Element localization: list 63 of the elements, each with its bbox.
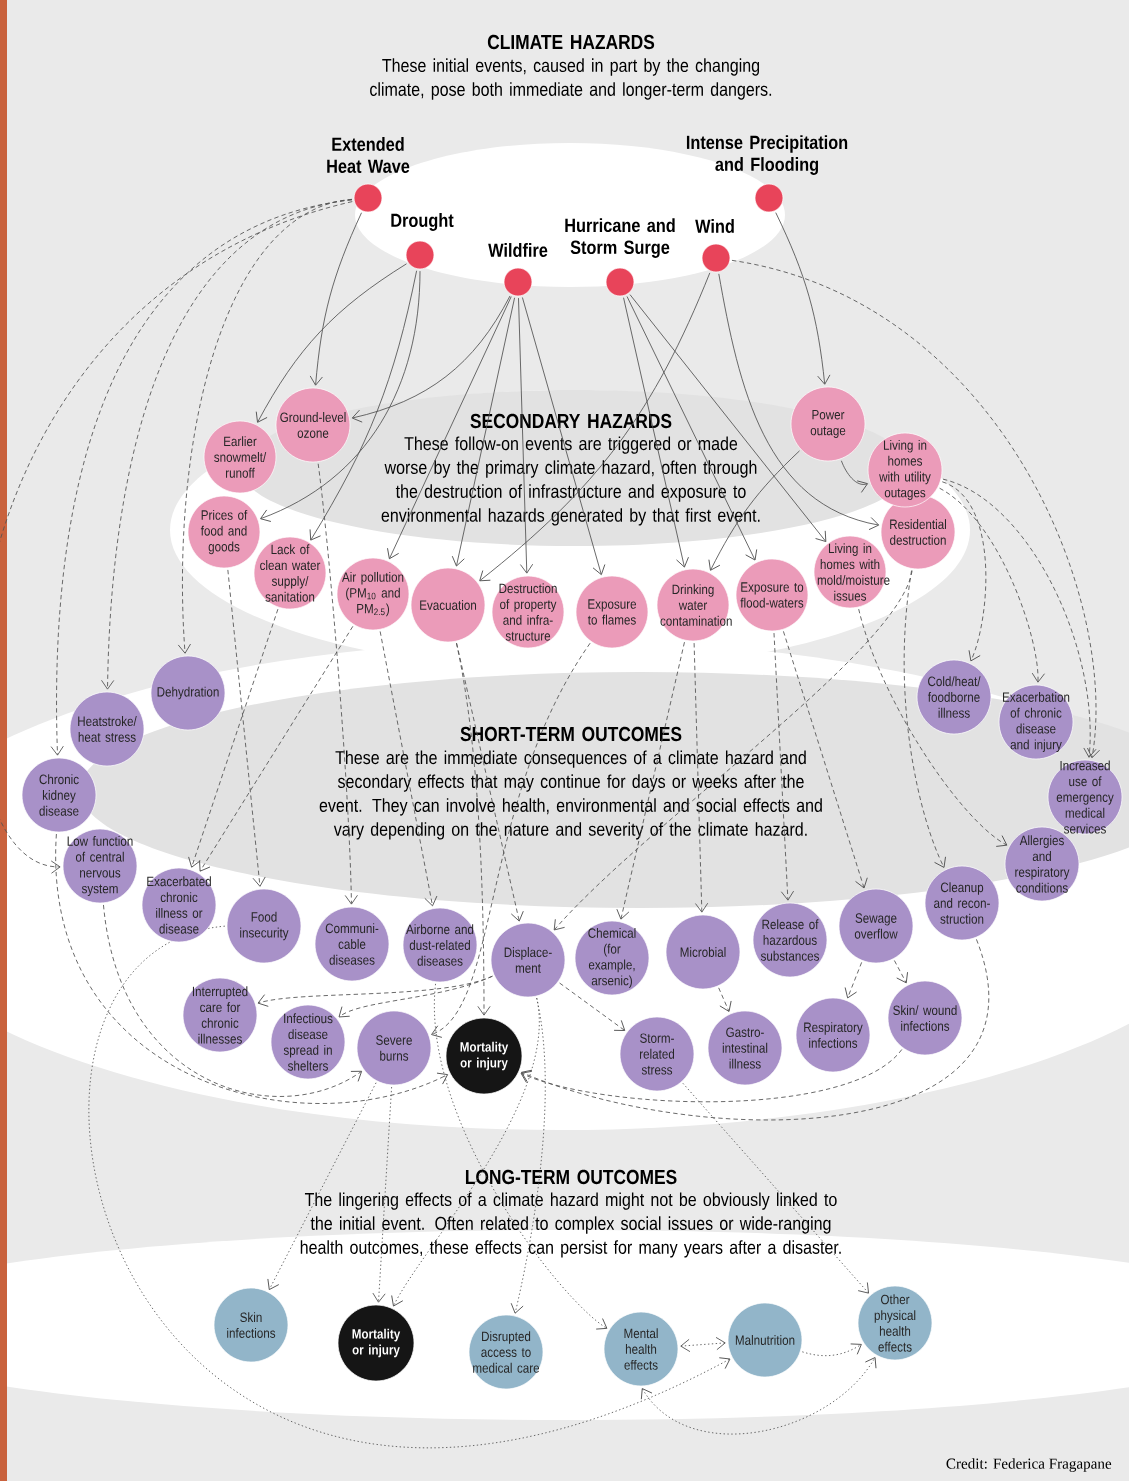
arrow [680,1336,726,1353]
arrow [372,1086,393,1303]
arrow [559,982,626,1031]
section-heading: CLIMATE HAZARDS [487,34,655,50]
arrow [55,833,449,1104]
arrow [801,1343,862,1357]
arrow [893,960,908,984]
section-heading: SECONDARY HAZARDS [470,413,672,429]
arrow [227,569,266,887]
arrow [309,270,418,541]
arrow [255,263,407,423]
arrow [317,463,358,905]
arrow [188,608,279,868]
arrow [693,642,709,913]
arrow [942,478,1097,758]
arrow [629,294,827,542]
arrow [939,487,1045,683]
arrow [858,608,1008,847]
arrow [553,570,913,931]
arrow [616,641,685,920]
arrow [351,295,511,423]
arrow [434,983,608,1330]
arrow [840,460,868,493]
section-description: The lingering effects of a climate hazard might not be obviously linked to the initial event. Often related to complex social issues or wide-ranging health outcomes, these effects can persist for many years after a disaster. [300,1192,841,1258]
arrow [338,975,493,1018]
arrow [267,1082,377,1290]
credit-line: Credit: Federica Fragapane [946,1458,1112,1472]
arrow [941,481,987,662]
arrow [718,987,732,1012]
arrow [260,270,421,522]
section-description: These initial events, caused in part by the changing climate, pose both immediate and longer-term dangers. [370,58,772,100]
arrow [0,201,353,874]
arrow [783,630,868,889]
arrow [88,925,731,1448]
section-heading: LONG-TERM OUTCOMES [465,1169,677,1185]
arrow [731,259,1100,759]
arrow [379,631,438,907]
arrow [103,904,363,1097]
arrow [431,642,591,1038]
arrow [626,296,758,561]
arrow [521,297,606,576]
arrow [520,1049,903,1103]
arrow [773,632,795,901]
arrow [718,273,880,531]
arrow [510,997,546,1314]
arrow [456,642,524,922]
arrow [451,297,516,567]
arrow [479,272,711,582]
arrow [640,1357,877,1435]
arrow [309,212,362,386]
section-description: These follow-on events are triggered or made worse by the primary climate hazard, often through the destruction of infrastructure and exposure to environmental hazards generated by that first event. [381,436,760,526]
arrow [775,212,831,385]
arrow [518,297,534,574]
section-description: These are the immediate consequences of a climate hazard and secondary effects that may continue for days or weeks after the event. They can involve health, environmental and social effects and vary depending on the nature and severity of the climate hazard. [319,750,822,840]
arrow [199,625,354,872]
arrow [623,297,689,568]
section-heading: SHORT-TERM OUTCOMES [460,726,682,742]
arrow [844,961,863,999]
arrow [708,450,800,571]
arrow [521,938,989,1120]
arrow [50,199,353,756]
arrow [682,1082,870,1294]
arrow [387,296,512,560]
